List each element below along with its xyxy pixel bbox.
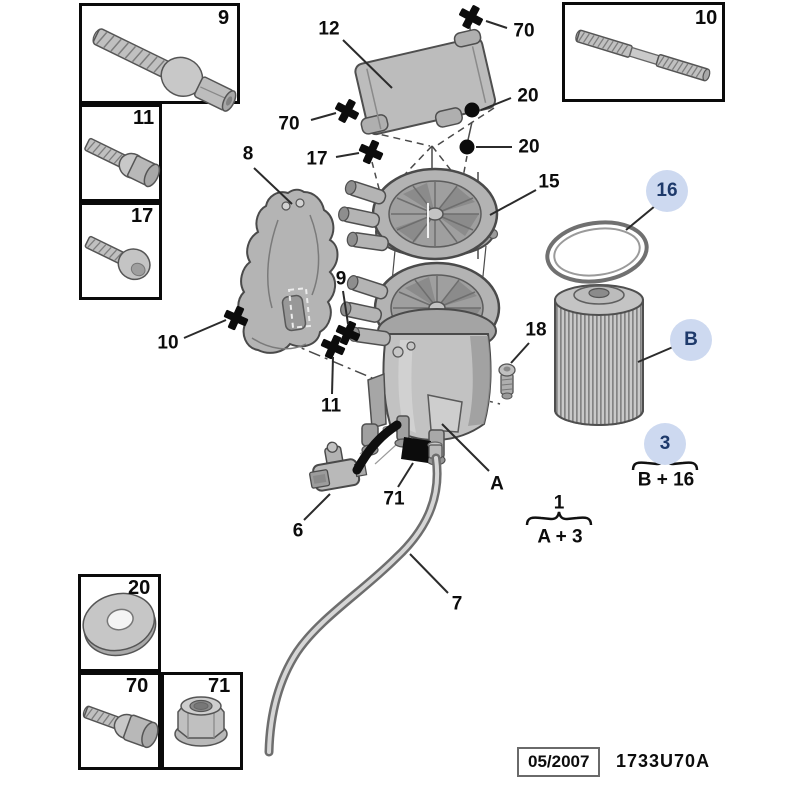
box-label-11: 11: [133, 107, 155, 129]
o-ring-16: [545, 220, 649, 284]
box-label-20: 20: [128, 577, 151, 599]
grommet-71: [401, 437, 431, 463]
box-label-9: 9: [218, 7, 230, 29]
highlight-badge-3: 3: [644, 423, 686, 465]
diagram-code: 1733U70A: [616, 751, 711, 771]
highlight-badge-b: B: [670, 319, 712, 361]
filter-housing-a: [338, 261, 501, 466]
callout-20-lower: 20: [518, 136, 540, 158]
callout-70-left: 70: [278, 113, 300, 135]
bolt-9-drawing: [92, 28, 237, 112]
group-1-formula: A + 3: [537, 526, 583, 548]
callout-a: A: [490, 473, 504, 495]
callout-15: 15: [538, 171, 560, 193]
callout-8: 8: [242, 143, 254, 165]
washer-20-drawing: [82, 592, 157, 657]
callout-11: 11: [320, 395, 342, 417]
callout-10: 10: [157, 332, 179, 354]
sensor-wire: [352, 420, 402, 475]
revision-date: 05/2007: [517, 747, 601, 777]
part-box-9: [79, 3, 240, 104]
callout-20-upper: 20: [517, 85, 539, 107]
callout-70-top: 70: [513, 20, 535, 42]
drain-hose-7: [264, 441, 443, 757]
callout-7: 7: [451, 593, 463, 615]
mounting-bracket-8: [237, 188, 339, 354]
callout-18: 18: [525, 319, 547, 341]
box-label-70: 70: [126, 675, 149, 697]
highlight-badge-16: 16: [646, 170, 688, 212]
nut-71-drawing: [174, 696, 228, 747]
leader-lines: [183, 20, 674, 594]
filter-element-b: [554, 284, 644, 426]
callout-6: 6: [292, 520, 304, 542]
callout-9: 9: [335, 268, 347, 290]
filter-head-15: [336, 167, 499, 261]
bolt-11-drawing: [84, 137, 161, 188]
box-label-10: 10: [695, 7, 718, 29]
bolt-70-drawing: [82, 705, 159, 749]
callout-12: 12: [318, 18, 340, 40]
box-label-17: 17: [131, 205, 154, 227]
water-sensor-6: [309, 441, 368, 492]
box-label-71: 71: [208, 675, 231, 697]
group-3-formula: B + 16: [637, 469, 695, 491]
fastener-markers: [220, 0, 488, 363]
callout-71: 71: [383, 488, 405, 510]
screw-17-drawing: [84, 235, 151, 281]
group-braces: [525, 456, 699, 526]
bracket-plate-12: [354, 28, 497, 136]
callout-17: 17: [306, 148, 328, 170]
stud-10-drawing: [575, 29, 711, 82]
group-1-number: 1: [553, 492, 565, 514]
bleed-screw-18: [498, 363, 516, 400]
